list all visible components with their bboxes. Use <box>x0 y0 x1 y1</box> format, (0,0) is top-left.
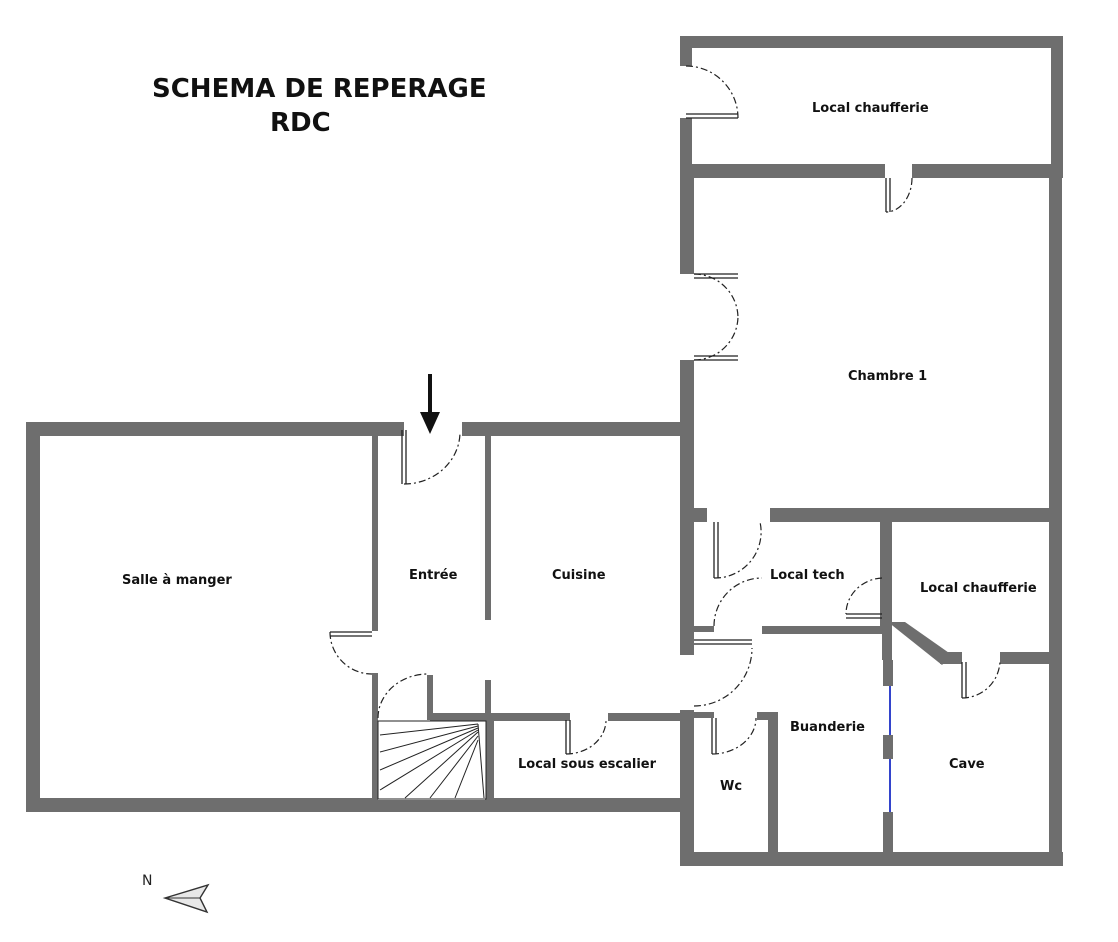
room-label-local-chaufferie-right: Local chaufferie <box>920 581 1037 596</box>
room-label-cuisine: Cuisine <box>552 568 606 583</box>
walls <box>26 36 1063 866</box>
north-arrow-icon <box>162 883 210 914</box>
staircase <box>377 720 487 800</box>
room-label-cave: Cave <box>949 757 985 772</box>
room-label-local-tech: Local tech <box>770 568 845 583</box>
room-label-local-chaufferie-top: Local chaufferie <box>812 101 929 116</box>
room-label-buanderie: Buanderie <box>790 720 865 735</box>
room-label-chambre-1: Chambre 1 <box>848 369 927 384</box>
compass-north-label: N <box>142 873 153 889</box>
entrance-arrow-icon <box>420 374 440 434</box>
room-label-entree: Entrée <box>409 568 458 583</box>
doors <box>329 65 1001 755</box>
room-label-local-sous-escalier: Local sous escalier <box>518 757 657 772</box>
plan-title: SCHEMA DE REPERAGE <box>152 74 487 104</box>
room-label-salle-a-manger: Salle à manger <box>122 573 232 588</box>
room-label-wc: Wc <box>720 779 742 794</box>
plan-subtitle: RDC <box>270 108 331 138</box>
